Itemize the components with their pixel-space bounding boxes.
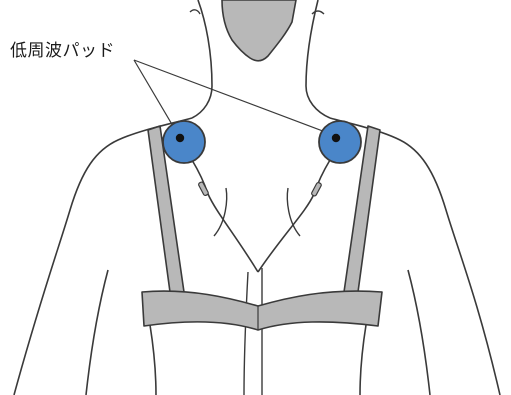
neck-inner-right [312, 11, 324, 14]
right-wire-connector [311, 182, 322, 197]
right-arm-inner [408, 270, 430, 395]
pad-center-dot [332, 134, 340, 142]
callout-label: 低周波パッド [10, 41, 115, 61]
torso-right-side [360, 325, 366, 395]
neck-shade [222, 0, 296, 61]
left-arm-inner [86, 270, 108, 395]
left-wire-connector [198, 181, 209, 196]
neck-right-outline [306, 0, 330, 118]
left-back-contour [214, 188, 227, 236]
neck-inner-left [190, 10, 200, 14]
right-lead-wire [258, 160, 330, 272]
electrode-pad-icon [319, 121, 361, 163]
left-electrode-pad [163, 121, 205, 163]
spine-left [244, 272, 248, 395]
pad-center-dot [176, 134, 184, 142]
right-electrode-pad [319, 121, 361, 163]
torso-left-side [150, 325, 156, 395]
neck-left-outline [192, 0, 212, 118]
left-lead-wire [192, 160, 258, 272]
electrode-pad-icon [163, 121, 205, 163]
